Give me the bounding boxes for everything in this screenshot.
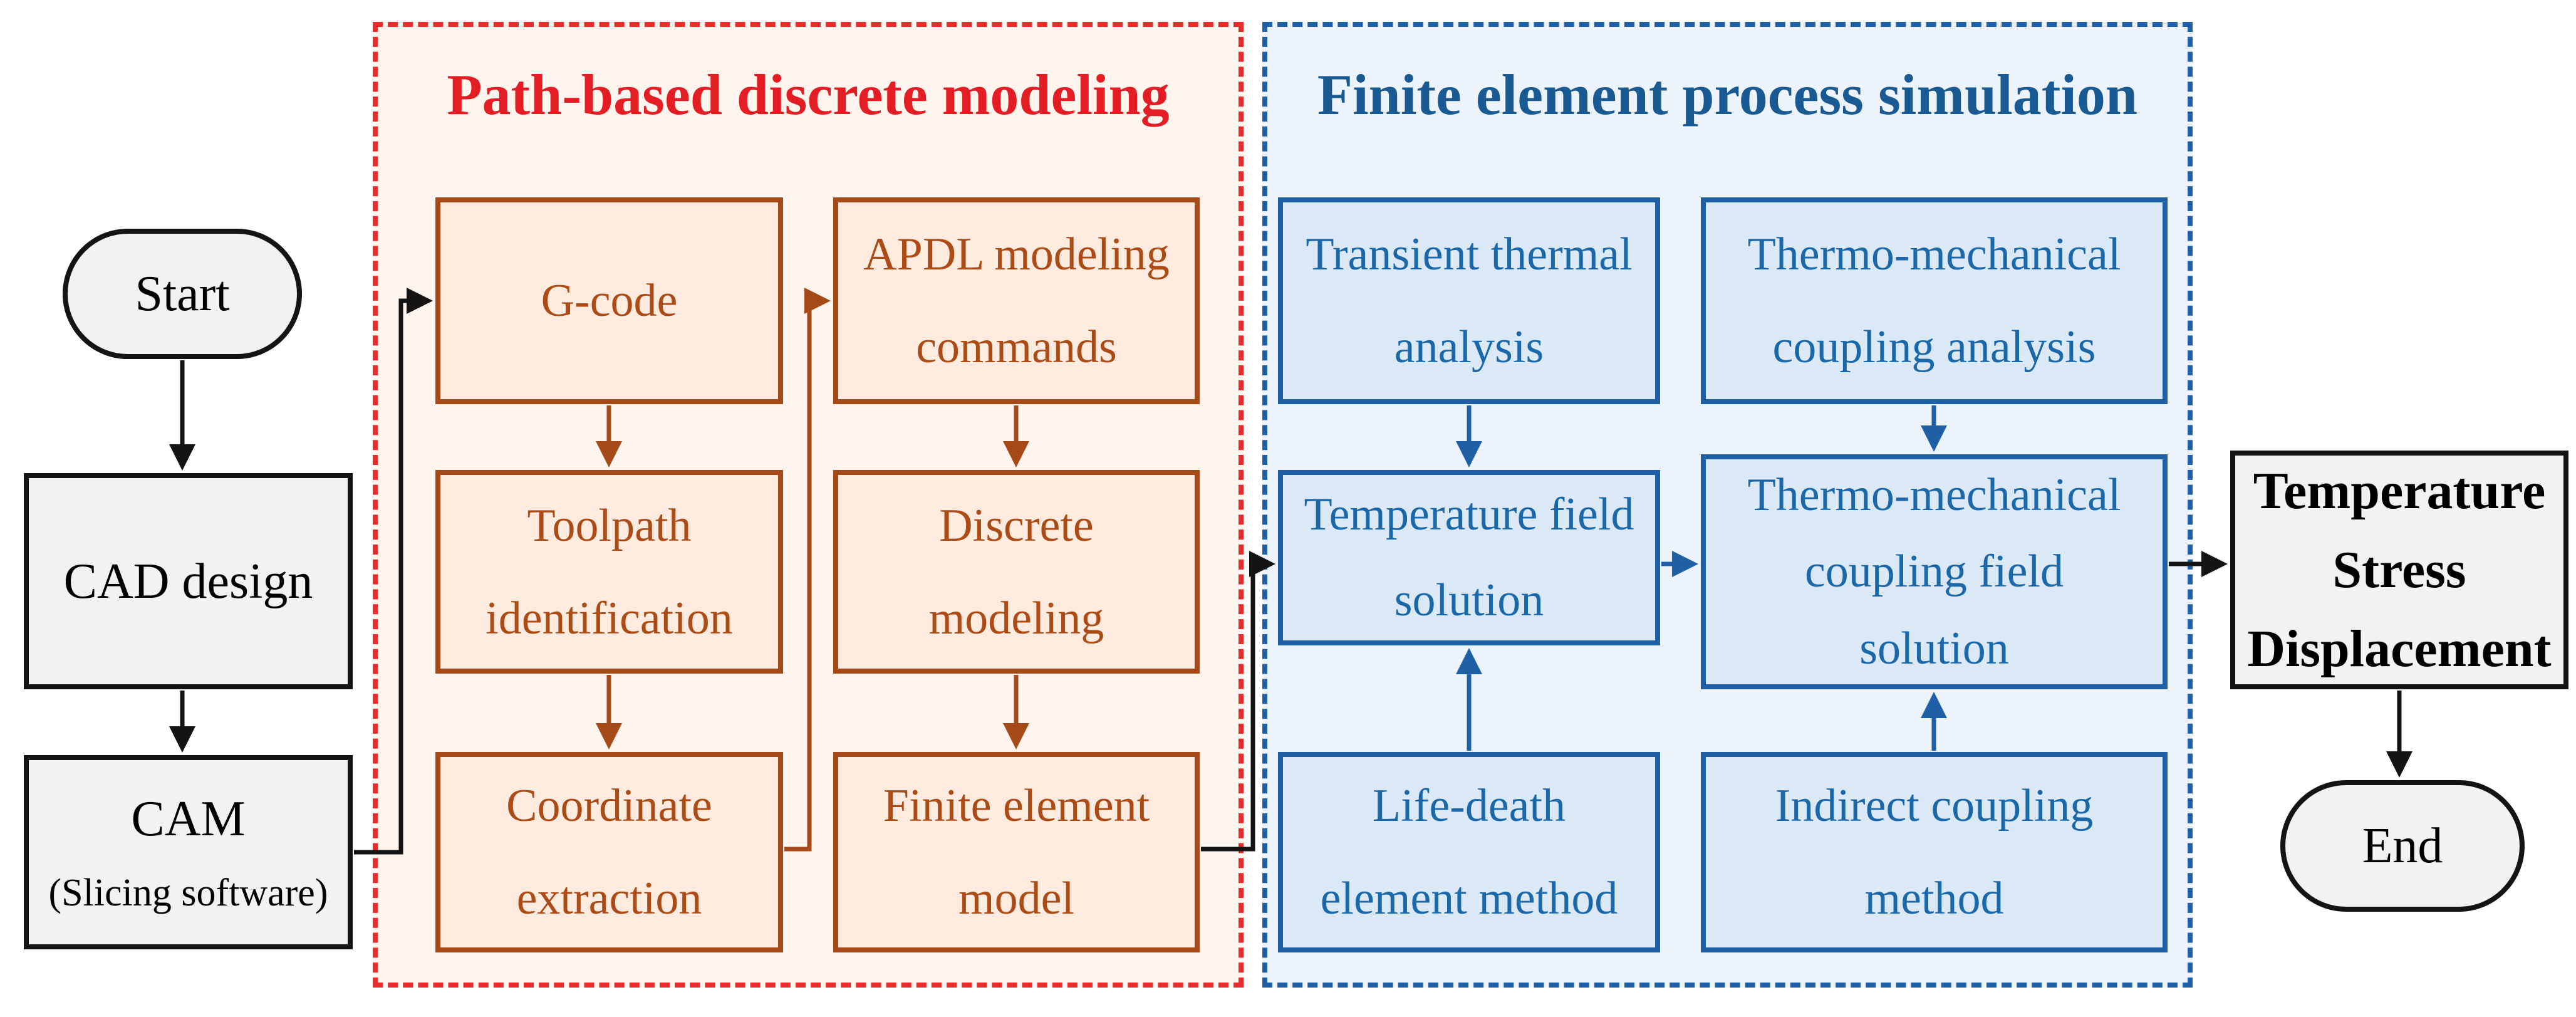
red-section-title: Path-based discrete modeling	[447, 63, 1170, 127]
discrete-modeling-label: Discrete modeling	[928, 499, 1104, 644]
coordinate-extraction-label: Coordinate extraction	[506, 780, 712, 924]
end-label: End	[2362, 818, 2443, 874]
gcode-label: G-code	[541, 275, 678, 326]
life-death-element-method-label: Life-death element method	[1320, 780, 1618, 924]
box-transient-thermal-analysis: Transient thermal analysis	[1278, 197, 1660, 404]
box-indirect-coupling-method: Indirect coupling method	[1701, 752, 2168, 952]
cam-label: CAM	[131, 791, 246, 847]
finite-element-model-label: Finite element model	[883, 780, 1150, 924]
blue-section-title: Finite element process simulation	[1317, 63, 2138, 127]
box-apdl-modeling-commands: APDL modeling commands	[833, 197, 1200, 404]
temperature-field-solution-label: Temperature field solution	[1304, 489, 1634, 626]
apdl-modeling-commands-label: APDL modeling commands	[863, 229, 1170, 373]
box-cam: CAM (Slicing software)	[24, 755, 353, 949]
output-results-label: Temperature Stress Displacement	[2247, 461, 2552, 678]
thermo-mechanical-coupling-field-solution-label: Thermo-mechanical coupling field solutio…	[1747, 469, 2121, 674]
cad-design-label: CAD design	[63, 553, 313, 609]
box-coordinate-extraction: Coordinate extraction	[435, 752, 783, 952]
box-gcode: G-code	[435, 197, 783, 404]
box-output-results: Temperature Stress Displacement	[2230, 451, 2568, 689]
transient-thermal-analysis-label: Transient thermal analysis	[1306, 229, 1633, 373]
start-terminator: Start	[63, 229, 302, 359]
thermo-mechanical-coupling-analysis-label: Thermo-mechanical coupling analysis	[1747, 229, 2121, 373]
cam-sublabel: (Slicing software)	[48, 871, 328, 914]
box-finite-element-model: Finite element model	[833, 752, 1200, 952]
box-toolpath-identification: Toolpath identification	[435, 470, 783, 674]
start-label: Start	[135, 266, 230, 321]
box-temperature-field-solution: Temperature field solution	[1278, 470, 1660, 645]
box-life-death-element-method: Life-death element method	[1278, 752, 1660, 952]
box-discrete-modeling: Discrete modeling	[833, 470, 1200, 674]
end-terminator: End	[2280, 780, 2525, 912]
indirect-coupling-method-label: Indirect coupling method	[1775, 780, 2094, 924]
box-thermo-mechanical-coupling-analysis: Thermo-mechanical coupling analysis	[1701, 197, 2168, 404]
box-thermo-mechanical-coupling-field-solution: Thermo-mechanical coupling field solutio…	[1701, 454, 2168, 689]
box-cad-design: CAD design	[24, 473, 353, 689]
toolpath-identification-label: Toolpath identification	[486, 499, 733, 644]
